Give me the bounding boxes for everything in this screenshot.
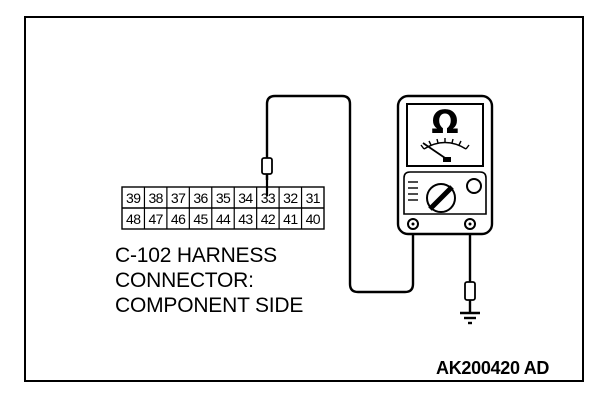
- connector-pin-32: 32: [283, 190, 298, 206]
- zero-adjust-icon: [466, 178, 482, 194]
- ground-lead: [464, 224, 476, 312]
- harness-connector: [121, 186, 325, 230]
- caption-line-1: C-102 HARNESS: [115, 244, 277, 267]
- connector-pin-47: 47: [148, 211, 163, 227]
- meter-scale-ticks: [420, 138, 470, 150]
- connector-pin-31: 31: [306, 190, 321, 206]
- connector-pin-38: 38: [148, 190, 163, 206]
- caption-line-3: COMPONENT SIDE: [115, 294, 304, 317]
- ground-icon: [460, 311, 480, 325]
- ohm-symbol: Ω: [431, 103, 458, 141]
- connector-pin-44: 44: [216, 211, 231, 227]
- diagram-frame: [24, 16, 584, 382]
- connector-pin-36: 36: [193, 190, 208, 206]
- connector-pin-39: 39: [126, 190, 141, 206]
- connector-pin-41: 41: [283, 211, 298, 227]
- connector-pin-45: 45: [193, 211, 208, 227]
- connector-pin-33: 33: [261, 190, 276, 206]
- meter-display: [406, 103, 484, 167]
- meter-control-panel: [403, 171, 487, 215]
- needle-pivot: [443, 157, 451, 162]
- probe-tip: [261, 157, 273, 196]
- ohmmeter-icon: Ω: [396, 94, 494, 236]
- connector-pins: 39 38 37 36 35 34 33 32 31 48 47 46 45 44 43 42 41 40: [126, 187, 321, 229]
- connector-pin-48: 48: [126, 211, 141, 227]
- connector-pin-46: 46: [171, 211, 186, 227]
- connector-pin-37: 37: [171, 190, 186, 206]
- figure-code: AK200420 AD: [436, 358, 550, 378]
- knob-pointer: [428, 185, 454, 211]
- range-marks: [408, 181, 418, 201]
- connector-pin-35: 35: [216, 190, 231, 206]
- caption-line-2: CONNECTOR:: [115, 269, 254, 292]
- connector-pin-42: 42: [261, 211, 276, 227]
- connector-pin-40: 40: [306, 211, 321, 227]
- connector-pin-34: 34: [238, 190, 253, 206]
- connector-pin-43: 43: [238, 211, 253, 227]
